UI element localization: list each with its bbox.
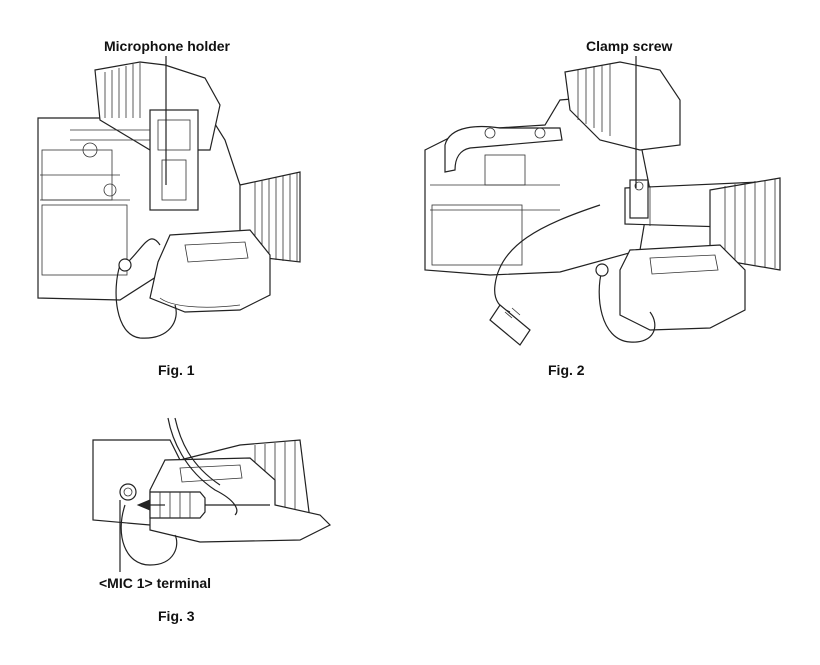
- fig2-caption: Fig. 2: [548, 362, 585, 378]
- microphone-holder-label: Microphone holder: [104, 38, 230, 54]
- fig3-caption: Fig. 3: [158, 608, 195, 624]
- fig3-illustration: [92, 417, 332, 566]
- clamp-screw-label: Clamp screw: [586, 38, 673, 54]
- mic1-terminal-label: <MIC 1> terminal: [99, 575, 212, 591]
- fig1-caption: Fig. 1: [158, 362, 195, 378]
- fig2-illustration: [424, 61, 781, 346]
- fig1-illustration: [37, 61, 301, 339]
